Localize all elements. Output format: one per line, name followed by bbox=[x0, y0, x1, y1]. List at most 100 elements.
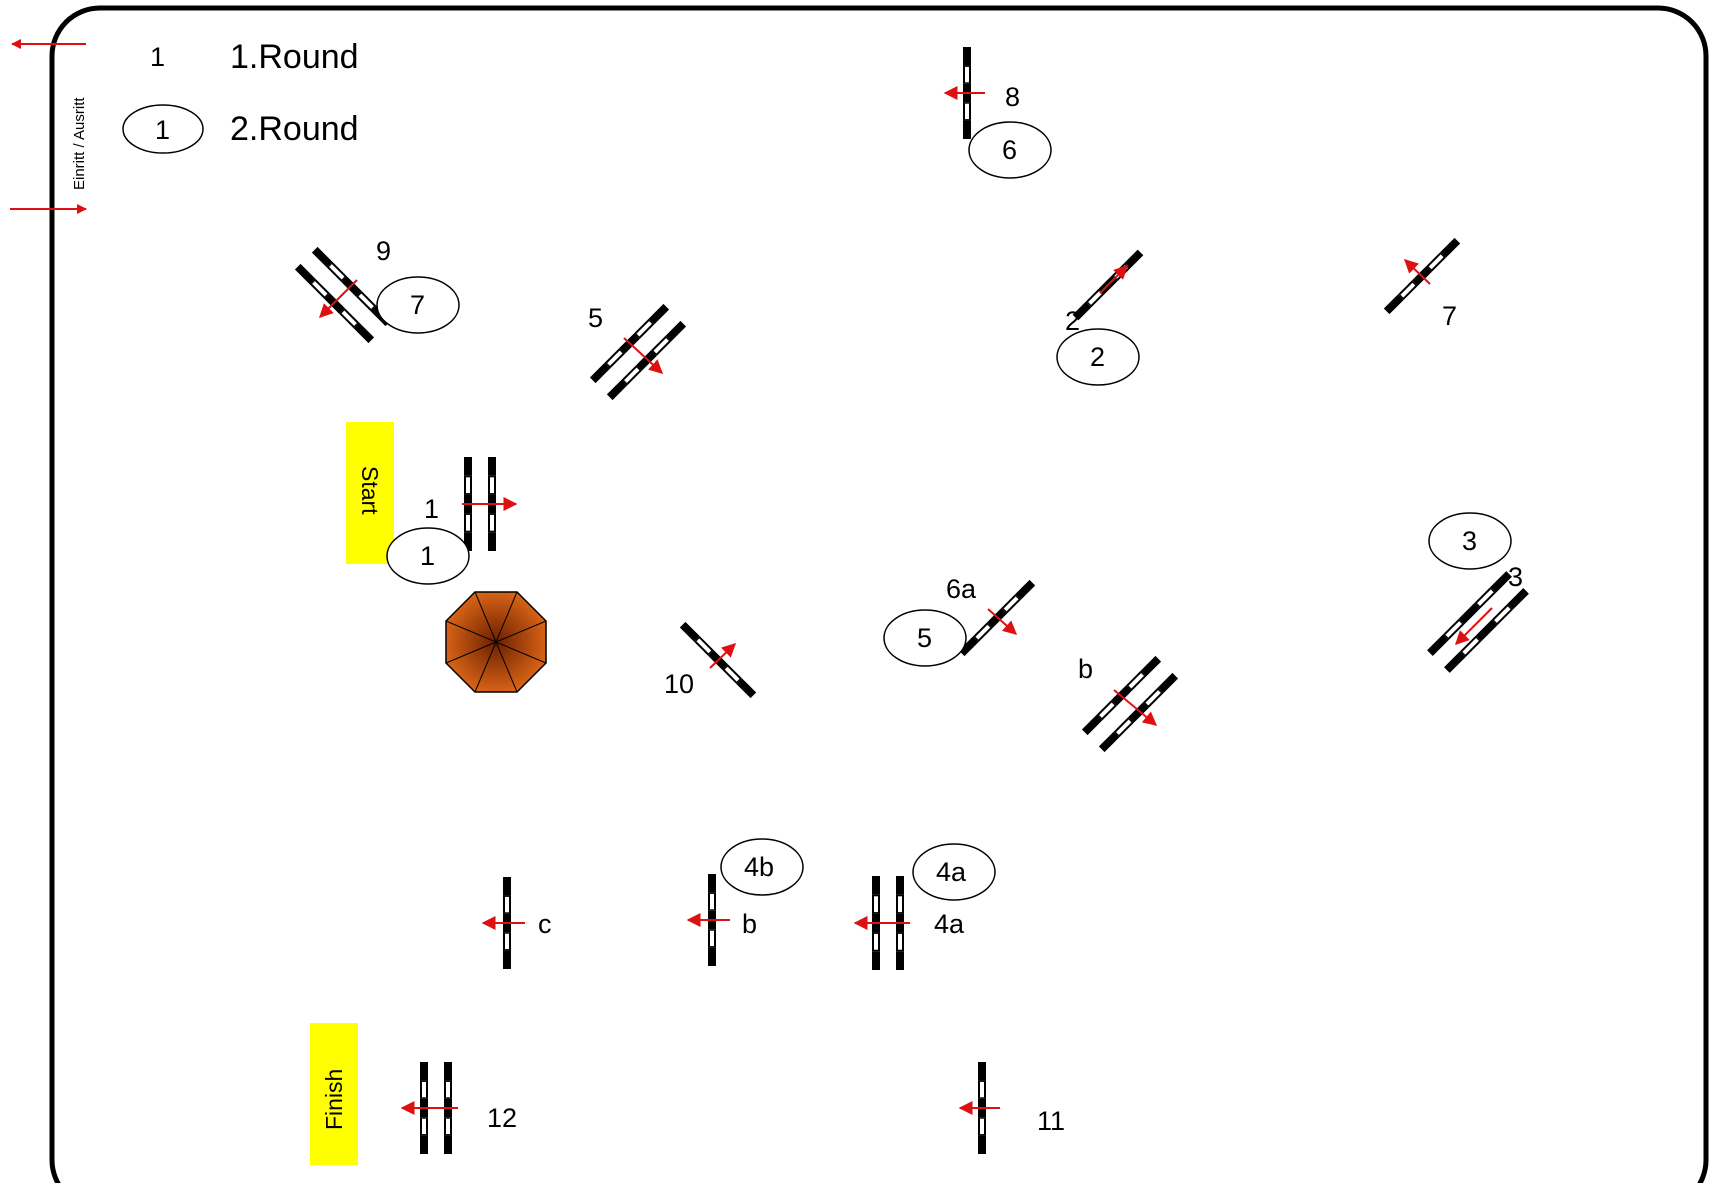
fence-4a-poles bbox=[872, 876, 904, 970]
pole-stripe bbox=[466, 514, 470, 531]
pole-stripe bbox=[874, 896, 878, 913]
pole-segment bbox=[1444, 651, 1466, 673]
pole-stripe bbox=[422, 1118, 426, 1135]
pole-stripe bbox=[696, 638, 712, 654]
fence-4b: b 4b bbox=[686, 838, 804, 966]
pole-stripe bbox=[1088, 291, 1102, 305]
finish-label: Finish bbox=[321, 1069, 347, 1130]
pole-segment bbox=[679, 621, 700, 642]
fence-4c-label: c bbox=[538, 909, 552, 939]
fence-10-poles bbox=[679, 621, 757, 699]
fence-1-label: 1 bbox=[424, 494, 439, 524]
pole-segment bbox=[963, 47, 971, 66]
fence-4b-round2-ellipse bbox=[720, 838, 804, 896]
pole-segment bbox=[1128, 702, 1149, 723]
pole-stripe bbox=[1400, 282, 1416, 298]
pole-segment bbox=[1490, 571, 1512, 593]
pole-stripe bbox=[1145, 690, 1161, 706]
pole-segment bbox=[1383, 294, 1404, 315]
pole-stripe bbox=[1003, 596, 1019, 612]
pole-segment bbox=[636, 350, 657, 371]
fence-6b-label: b bbox=[1078, 654, 1093, 684]
pole-segment bbox=[1072, 301, 1092, 321]
fence-9-poles bbox=[294, 246, 392, 344]
fence-12: 12 bbox=[400, 1062, 517, 1154]
arena-border bbox=[49, 5, 1709, 1183]
pole-stripe bbox=[1462, 638, 1479, 655]
fence-2-round2-ellipse bbox=[1056, 328, 1140, 386]
fence-10-label: 10 bbox=[664, 669, 694, 699]
pole-stripe bbox=[653, 338, 669, 354]
pole-segment bbox=[488, 532, 496, 551]
fence-1: 1 1 bbox=[386, 457, 518, 585]
pole-segment bbox=[1124, 249, 1144, 269]
fence-11: 11 bbox=[958, 1062, 1065, 1154]
pole-segment bbox=[708, 947, 716, 966]
fence-4a-label: 4a bbox=[934, 909, 965, 939]
fence-8-label: 8 bbox=[1005, 82, 1020, 112]
pole-segment bbox=[606, 379, 628, 401]
pole-segment bbox=[1081, 714, 1103, 736]
pole-stripe bbox=[490, 514, 494, 531]
pole-stripe bbox=[898, 933, 902, 950]
pole-segment bbox=[872, 951, 880, 970]
pole-segment bbox=[978, 1062, 986, 1081]
fence-3-direction-arrow bbox=[1455, 607, 1493, 645]
fence-4c: c bbox=[481, 877, 552, 969]
fence-6b: b bbox=[1078, 654, 1179, 753]
legend-round2-ellipse bbox=[122, 104, 204, 154]
fence-12-poles bbox=[420, 1062, 452, 1154]
pole-segment bbox=[294, 263, 316, 285]
fence-8-round2-label: 6 bbox=[1002, 135, 1017, 165]
fence-4c-poles bbox=[503, 877, 511, 969]
pole-stripe bbox=[358, 293, 374, 309]
pole-segment bbox=[1458, 602, 1481, 625]
pole-stripe bbox=[980, 1118, 984, 1135]
legend-round1-label: 1.Round bbox=[230, 38, 359, 76]
pole-stripe bbox=[312, 281, 328, 297]
legend-round2-marker: 1 bbox=[155, 115, 170, 145]
fence-2-label: 2 bbox=[1065, 306, 1080, 336]
legend-round1-marker: 1 bbox=[150, 42, 165, 72]
fence-3-poles bbox=[1427, 571, 1529, 673]
fence-5-label: 5 bbox=[588, 303, 603, 333]
pole-segment bbox=[1140, 655, 1162, 677]
pole-stripe bbox=[965, 66, 969, 83]
pole-stripe bbox=[1116, 719, 1132, 735]
pole-segment bbox=[1475, 619, 1498, 642]
fence-9-round2-label: 7 bbox=[410, 290, 425, 320]
fence-9-label: 9 bbox=[376, 236, 391, 266]
pole-stripe bbox=[1477, 589, 1494, 606]
fence-6b-direction-arrow bbox=[1113, 689, 1158, 726]
pole-stripe bbox=[898, 896, 902, 913]
pole-stripe bbox=[422, 1081, 426, 1098]
entrance-exit: Einritt / Ausritt bbox=[10, 39, 88, 214]
fence-12-label: 12 bbox=[487, 1103, 517, 1133]
pole-segment bbox=[503, 877, 511, 896]
fence-6a: 6a 5 bbox=[883, 574, 1036, 667]
start-label: Start bbox=[357, 466, 383, 515]
pole-stripe bbox=[1494, 606, 1511, 623]
fence-6a-round2-label: 5 bbox=[917, 623, 932, 653]
pole-segment bbox=[1098, 731, 1120, 753]
fence-9: 9 7 bbox=[294, 236, 460, 344]
fence-4b-round2-label: 4b bbox=[744, 852, 774, 882]
fence-1-poles bbox=[464, 457, 496, 551]
pole-segment bbox=[420, 1062, 428, 1081]
fence-7-poles bbox=[1383, 237, 1461, 315]
fence-4b-label: b bbox=[742, 909, 757, 939]
pole-segment bbox=[444, 1062, 452, 1081]
pole-stripe bbox=[466, 477, 470, 494]
pole-segment bbox=[503, 950, 511, 969]
pole-segment bbox=[1427, 634, 1449, 656]
fence-2-round2-label: 2 bbox=[1090, 342, 1105, 372]
pole-segment bbox=[872, 876, 880, 895]
pole-stripe bbox=[710, 893, 714, 910]
pole-stripe bbox=[1128, 673, 1144, 689]
fence-3: 3 3 bbox=[1427, 512, 1529, 673]
pole-segment bbox=[464, 457, 472, 476]
fence-5-direction-arrow bbox=[623, 337, 664, 374]
fence-6a-poles bbox=[958, 579, 1036, 657]
pole-segment bbox=[665, 320, 687, 342]
